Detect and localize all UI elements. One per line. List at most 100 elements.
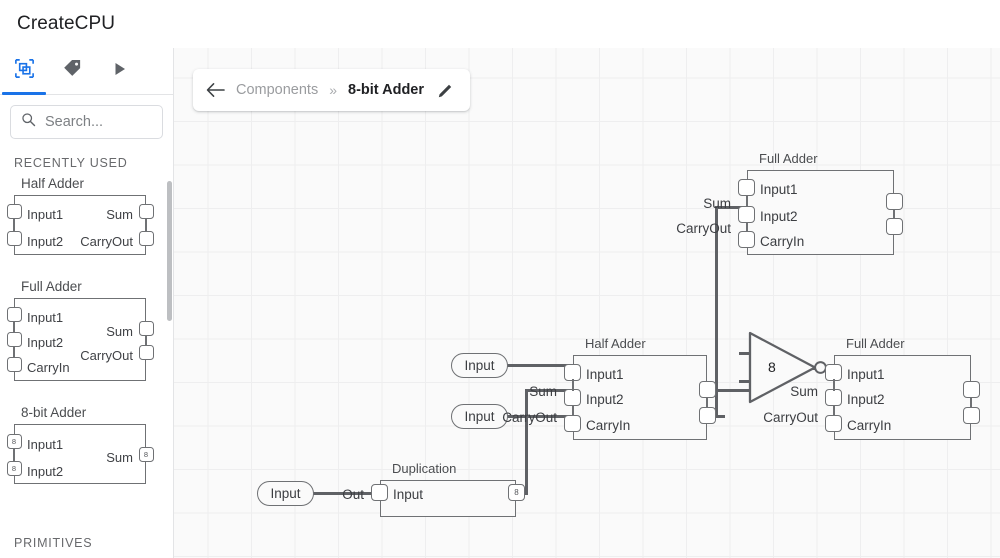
- node-pin-carryout[interactable]: [963, 407, 980, 424]
- tag-icon: [62, 58, 83, 84]
- wire: [715, 206, 718, 417]
- io-pill-label: Input: [464, 409, 495, 424]
- node-pin-label: Input2: [847, 392, 885, 407]
- node-pin-sum[interactable]: [886, 193, 903, 210]
- search-input[interactable]: Search...: [10, 105, 163, 139]
- node-pin-carryout[interactable]: [699, 407, 716, 424]
- palette-scrollbar[interactable]: [167, 181, 172, 321]
- node-pin-carryout[interactable]: [886, 218, 903, 235]
- palette-pin-label: Sum: [106, 450, 133, 465]
- canvas[interactable]: Components » 8-bit Adder In: [174, 48, 1000, 558]
- node-pin-label: Input1: [760, 182, 798, 197]
- io-pill-label: Input: [270, 486, 301, 501]
- palette-pin-output[interactable]: [138, 204, 154, 219]
- node-pin-carryin[interactable]: [738, 231, 755, 248]
- app-title: CreateCPU: [17, 13, 116, 34]
- node-pin-label: Sum: [790, 384, 818, 399]
- wire: [310, 492, 380, 495]
- palette-pin-label: CarryIn: [27, 360, 70, 375]
- palette-pin-label: Input1: [27, 207, 64, 222]
- palette-pin-input[interactable]: 8: [6, 461, 22, 476]
- arrow-left-icon[interactable]: [206, 82, 225, 98]
- palette-pin-input[interactable]: [6, 357, 22, 372]
- wire: [525, 389, 573, 392]
- node-pin-label: CarryOut: [676, 221, 731, 236]
- tab-labels[interactable]: [48, 48, 96, 94]
- sidebar-tabbar: [0, 48, 173, 95]
- input-pill-3[interactable]: Input: [257, 481, 314, 506]
- io-pill-label: Input: [464, 358, 495, 373]
- palette-pin-input[interactable]: [6, 307, 22, 322]
- palette-pin-input[interactable]: [6, 231, 22, 246]
- node-pin-label: Sum: [529, 384, 557, 399]
- play-icon: [112, 61, 128, 82]
- palette-item-half-adder[interactable]: Half Adder Input1 Input2 Sum CarryOut: [6, 176, 173, 255]
- palette-item-title: 8-bit Adder: [21, 405, 87, 420]
- wire: [715, 206, 749, 209]
- node-pin-input2[interactable]: [825, 389, 842, 406]
- wire: [504, 415, 572, 418]
- palette-pin-output[interactable]: [138, 345, 154, 360]
- node-title: Full Adder: [846, 336, 905, 351]
- palette-pin-input[interactable]: [6, 332, 22, 347]
- palette-pin-output[interactable]: [138, 321, 154, 336]
- palette-pin-label: Input2: [27, 234, 64, 249]
- node-pin-input2[interactable]: [738, 206, 755, 223]
- palette-pin-label: CarryOut: [80, 348, 133, 363]
- tab-run[interactable]: [96, 48, 144, 94]
- palette-pin-label: Input1: [27, 310, 64, 325]
- tab-components[interactable]: [0, 48, 48, 95]
- wire: [707, 389, 754, 392]
- component-icon: [13, 57, 36, 85]
- palette-pin-label: Input2: [27, 464, 64, 479]
- search-placeholder: Search...: [45, 114, 104, 130]
- breadcrumb-separator: »: [329, 82, 338, 98]
- node-pin-carryin[interactable]: [564, 415, 581, 432]
- gate-bit-width-label: 8: [768, 359, 776, 375]
- node-pin-sum[interactable]: [699, 381, 716, 398]
- buffer-gate[interactable]: 8: [739, 330, 837, 405]
- palette-item-title: Full Adder: [21, 279, 82, 294]
- node-pin-carryin[interactable]: [825, 415, 842, 432]
- section-recently-used: RECENTLY USED: [14, 156, 128, 170]
- palette-pin-input[interactable]: 8: [6, 434, 22, 449]
- title-bar: CreateCPU: [0, 0, 1000, 48]
- palette-item-full-adder[interactable]: Full Adder Input1 Input2 CarryIn Sum C: [6, 279, 173, 381]
- node-pin-label: CarryIn: [586, 418, 631, 433]
- node-pin-out[interactable]: 8: [508, 484, 525, 501]
- node-pin-label: CarryIn: [760, 234, 805, 249]
- section-primitives: PRIMITIVES: [0, 536, 173, 558]
- pencil-icon[interactable]: [438, 82, 454, 98]
- node-pin-label: Sum: [703, 196, 731, 211]
- breadcrumb-root[interactable]: Components: [236, 82, 319, 98]
- palette-item-title: Half Adder: [21, 176, 85, 191]
- input-pill-1[interactable]: Input: [451, 353, 508, 378]
- node-pin-label: Out: [342, 487, 364, 502]
- palette-pin-label: CarryOut: [80, 234, 133, 249]
- input-pill-2[interactable]: Input: [451, 404, 508, 429]
- node-title: Half Adder: [585, 336, 646, 351]
- sidebar: Search... RECENTLY USED Half Adder Input…: [0, 48, 174, 558]
- node-pin-label: Input1: [847, 367, 885, 382]
- palette-inner: Half Adder Input1 Input2 Sum CarryOut: [0, 176, 173, 484]
- node-pin-label: CarryOut: [502, 410, 557, 425]
- node-pin-input1[interactable]: [738, 179, 755, 196]
- node-title: Duplication: [392, 461, 457, 476]
- palette-item-8-bit-adder[interactable]: 8-bit Adder 8 Input1 8 Input2 8 Sum: [6, 405, 173, 484]
- node-pin-input[interactable]: [371, 484, 388, 501]
- search-icon: [21, 112, 36, 132]
- palette-pin-label: Input1: [27, 437, 64, 452]
- palette-pin-input[interactable]: [6, 204, 22, 219]
- node-pin-label: CarryIn: [847, 418, 892, 433]
- node-pin-input2[interactable]: [564, 389, 581, 406]
- section-primitives-label: PRIMITIVES: [14, 536, 93, 550]
- node-pin-sum[interactable]: [963, 381, 980, 398]
- wire: [525, 389, 528, 494]
- palette-pin-output[interactable]: 8: [138, 447, 154, 462]
- node-pin-label: CarryOut: [763, 410, 818, 425]
- wire: [504, 364, 572, 367]
- breadcrumb-current: 8-bit Adder: [348, 82, 425, 98]
- node-pin-label: Input: [393, 487, 424, 502]
- palette-pin-output[interactable]: [138, 231, 154, 246]
